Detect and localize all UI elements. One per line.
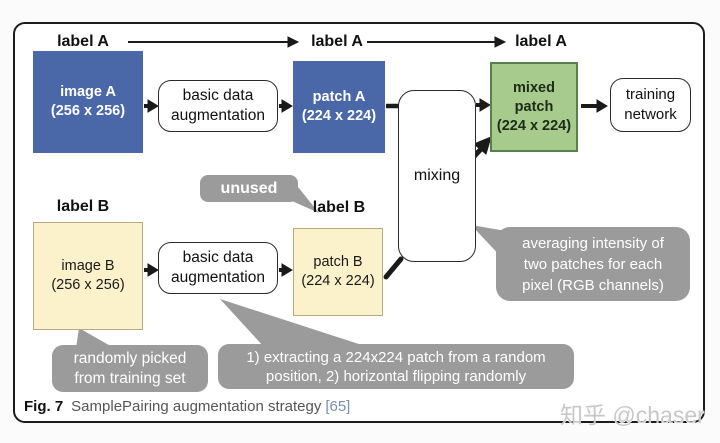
- basic-aug-b-line1: basic data: [182, 249, 254, 266]
- extracting-callout: 1) extracting a 224x224 patch from a ran…: [218, 344, 574, 389]
- label-b-1: label B: [56, 198, 110, 215]
- mixing-node: mixing: [398, 90, 476, 262]
- arrowhead-imageB-to-aug: [147, 263, 159, 277]
- basic-aug-a-line1: basic data: [182, 87, 254, 104]
- mixing-label: mixing: [413, 167, 461, 184]
- image-a-node: image A (256 x 256): [33, 51, 143, 153]
- basic-aug-a-line2: augmentation: [171, 107, 265, 124]
- image-b-size: (256 x 256): [51, 277, 125, 293]
- training-network-line1: training: [625, 86, 676, 103]
- label-a-2: label A: [311, 33, 363, 50]
- figure-caption: Fig. 7 SamplePairing augmentation strateg…: [24, 398, 350, 415]
- averaging-line3: pixel (RGB channels): [522, 276, 664, 294]
- patch-a-size: (224 x 224): [301, 108, 377, 124]
- randomly-picked-callout-tail: [76, 328, 114, 348]
- image-a-size: (256 x 256): [50, 103, 126, 119]
- patch-a-title: patch A: [312, 89, 366, 105]
- training-network-line2: network: [624, 106, 677, 123]
- averaging-callout: averaging intensity of two patches for e…: [496, 227, 690, 301]
- label-a-3: label A: [515, 33, 567, 50]
- mixed-patch-line2: patch: [514, 98, 554, 115]
- averaging-line1: averaging intensity of: [522, 234, 664, 252]
- zhihu-watermark: 知乎 @chaser: [560, 402, 705, 428]
- basic-aug-b-line2: augmentation: [171, 269, 265, 286]
- caption-text: SamplePairing augmentation strategy: [71, 398, 322, 415]
- averaging-line2: two patches for each: [523, 255, 663, 273]
- image-a-title: image A: [60, 84, 116, 100]
- randomly-picked-line2: from training set: [74, 369, 186, 387]
- image-b-title: image B: [61, 258, 115, 274]
- randomly-picked-line1: randomly picked: [73, 349, 187, 367]
- citation-reference[interactable]: [65]: [325, 398, 351, 415]
- randomly-picked-callout: randomly picked from training set: [52, 345, 208, 392]
- basic-augmentation-a-node: basic data augmentation: [158, 80, 278, 132]
- arrowhead-mixing-diagonal: [473, 136, 492, 155]
- patch-a-node: patch A (224 x 224): [293, 61, 385, 153]
- extracting-line2: position, 2) horizontal flipping randoml…: [265, 367, 527, 385]
- image-b-node: image B (256 x 256): [33, 222, 143, 330]
- unused-badge: unused: [200, 175, 298, 202]
- label-a-1: label A: [57, 33, 109, 50]
- patch-b-title: patch B: [313, 254, 363, 270]
- arrowhead-aug-to-patchB: [281, 263, 293, 277]
- figure-number: Fig. 7: [24, 398, 64, 415]
- arrowhead-mixed-to-training: [596, 99, 608, 113]
- label-b-2: label B: [312, 199, 366, 216]
- arrowhead-aug-to-patchA: [281, 99, 293, 113]
- basic-augmentation-b-node: basic data augmentation: [158, 242, 278, 294]
- mixed-patch-node: mixed patch (224 x 224): [490, 62, 578, 152]
- arrowhead-labelA3: [494, 36, 507, 48]
- patch-b-node: patch B (224 x 224): [293, 228, 383, 316]
- patch-b-size: (224 x 224): [301, 273, 375, 289]
- extracting-callout-tail: [220, 299, 368, 347]
- extracting-line1: 1) extracting a 224x224 patch from a ran…: [246, 348, 546, 366]
- arrowhead-labelA2: [287, 36, 300, 48]
- mixed-patch-line1: mixed: [513, 79, 555, 96]
- training-network-node: training network: [610, 78, 691, 132]
- arrowhead-mixing-to-mixed: [479, 98, 491, 112]
- line-patchB-to-mixing: [383, 256, 404, 280]
- mixed-patch-size: (224 x 224): [496, 117, 572, 134]
- arrowhead-imageA-to-aug: [147, 99, 159, 113]
